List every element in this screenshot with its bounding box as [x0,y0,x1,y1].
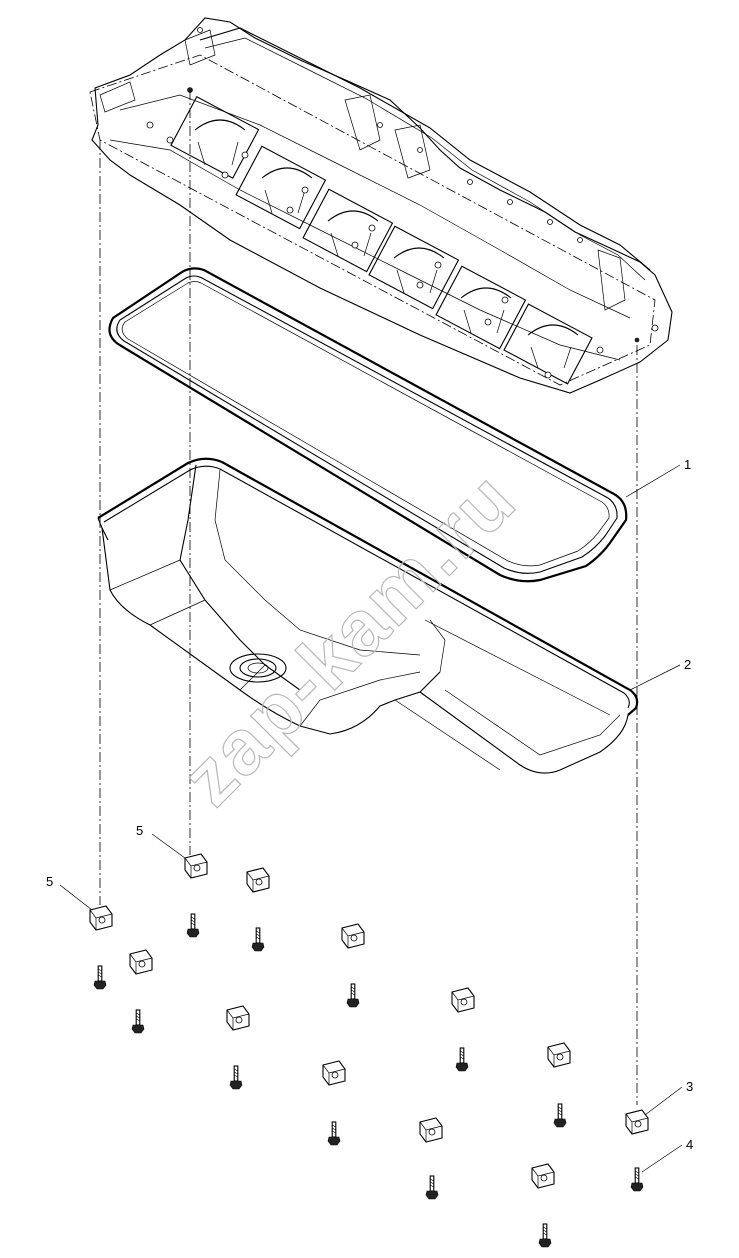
clamp [226,1005,250,1031]
oil-pan [97,457,639,774]
bolt [553,1103,567,1128]
crank-bay [435,265,527,350]
clamp [625,1109,649,1135]
callout-2-label: 2 [684,657,691,672]
bolt [425,1175,439,1200]
bolt [327,1121,341,1146]
bolt [186,913,200,938]
clamp [547,1042,571,1068]
drain-plug [229,653,287,683]
clamp [89,905,113,931]
bolt [93,965,107,990]
clamp [341,923,365,949]
callout-5-label: 5 [136,823,143,838]
clamp [322,1060,346,1086]
callout-3-label: 3 [686,1079,693,1094]
bolts [93,913,644,1248]
bolt [630,1167,644,1192]
callout-4-label: 4 [686,1137,693,1152]
clamp [419,1117,443,1143]
bolt [251,927,265,952]
crank-bay [170,95,260,179]
crank-bay [235,145,327,230]
bolt [538,1223,552,1248]
bolt [455,1047,469,1072]
clamp [184,853,208,879]
callout-5-label: 5 [46,874,53,889]
clamps [89,853,649,1189]
gasket [108,267,628,583]
bolt [346,983,360,1008]
watermark: zap-kam.ru [164,454,533,823]
clamp [129,949,153,975]
svg-text:zap-kam.ru: zap-kam.ru [165,454,533,822]
clamp [531,1163,555,1189]
crank-bay [368,225,460,310]
engine-block [89,17,673,394]
bolt [229,1065,243,1090]
crank-bay [302,188,394,273]
bolt [131,1009,145,1034]
callout-1-label: 1 [684,457,691,472]
block-bolt-holes [146,27,659,379]
crank-bay [503,303,593,385]
clamp [451,987,475,1013]
clamp [246,867,270,893]
callouts: 1 2 3 4 5 5 [46,457,693,1173]
alignment-lines [99,90,638,1105]
